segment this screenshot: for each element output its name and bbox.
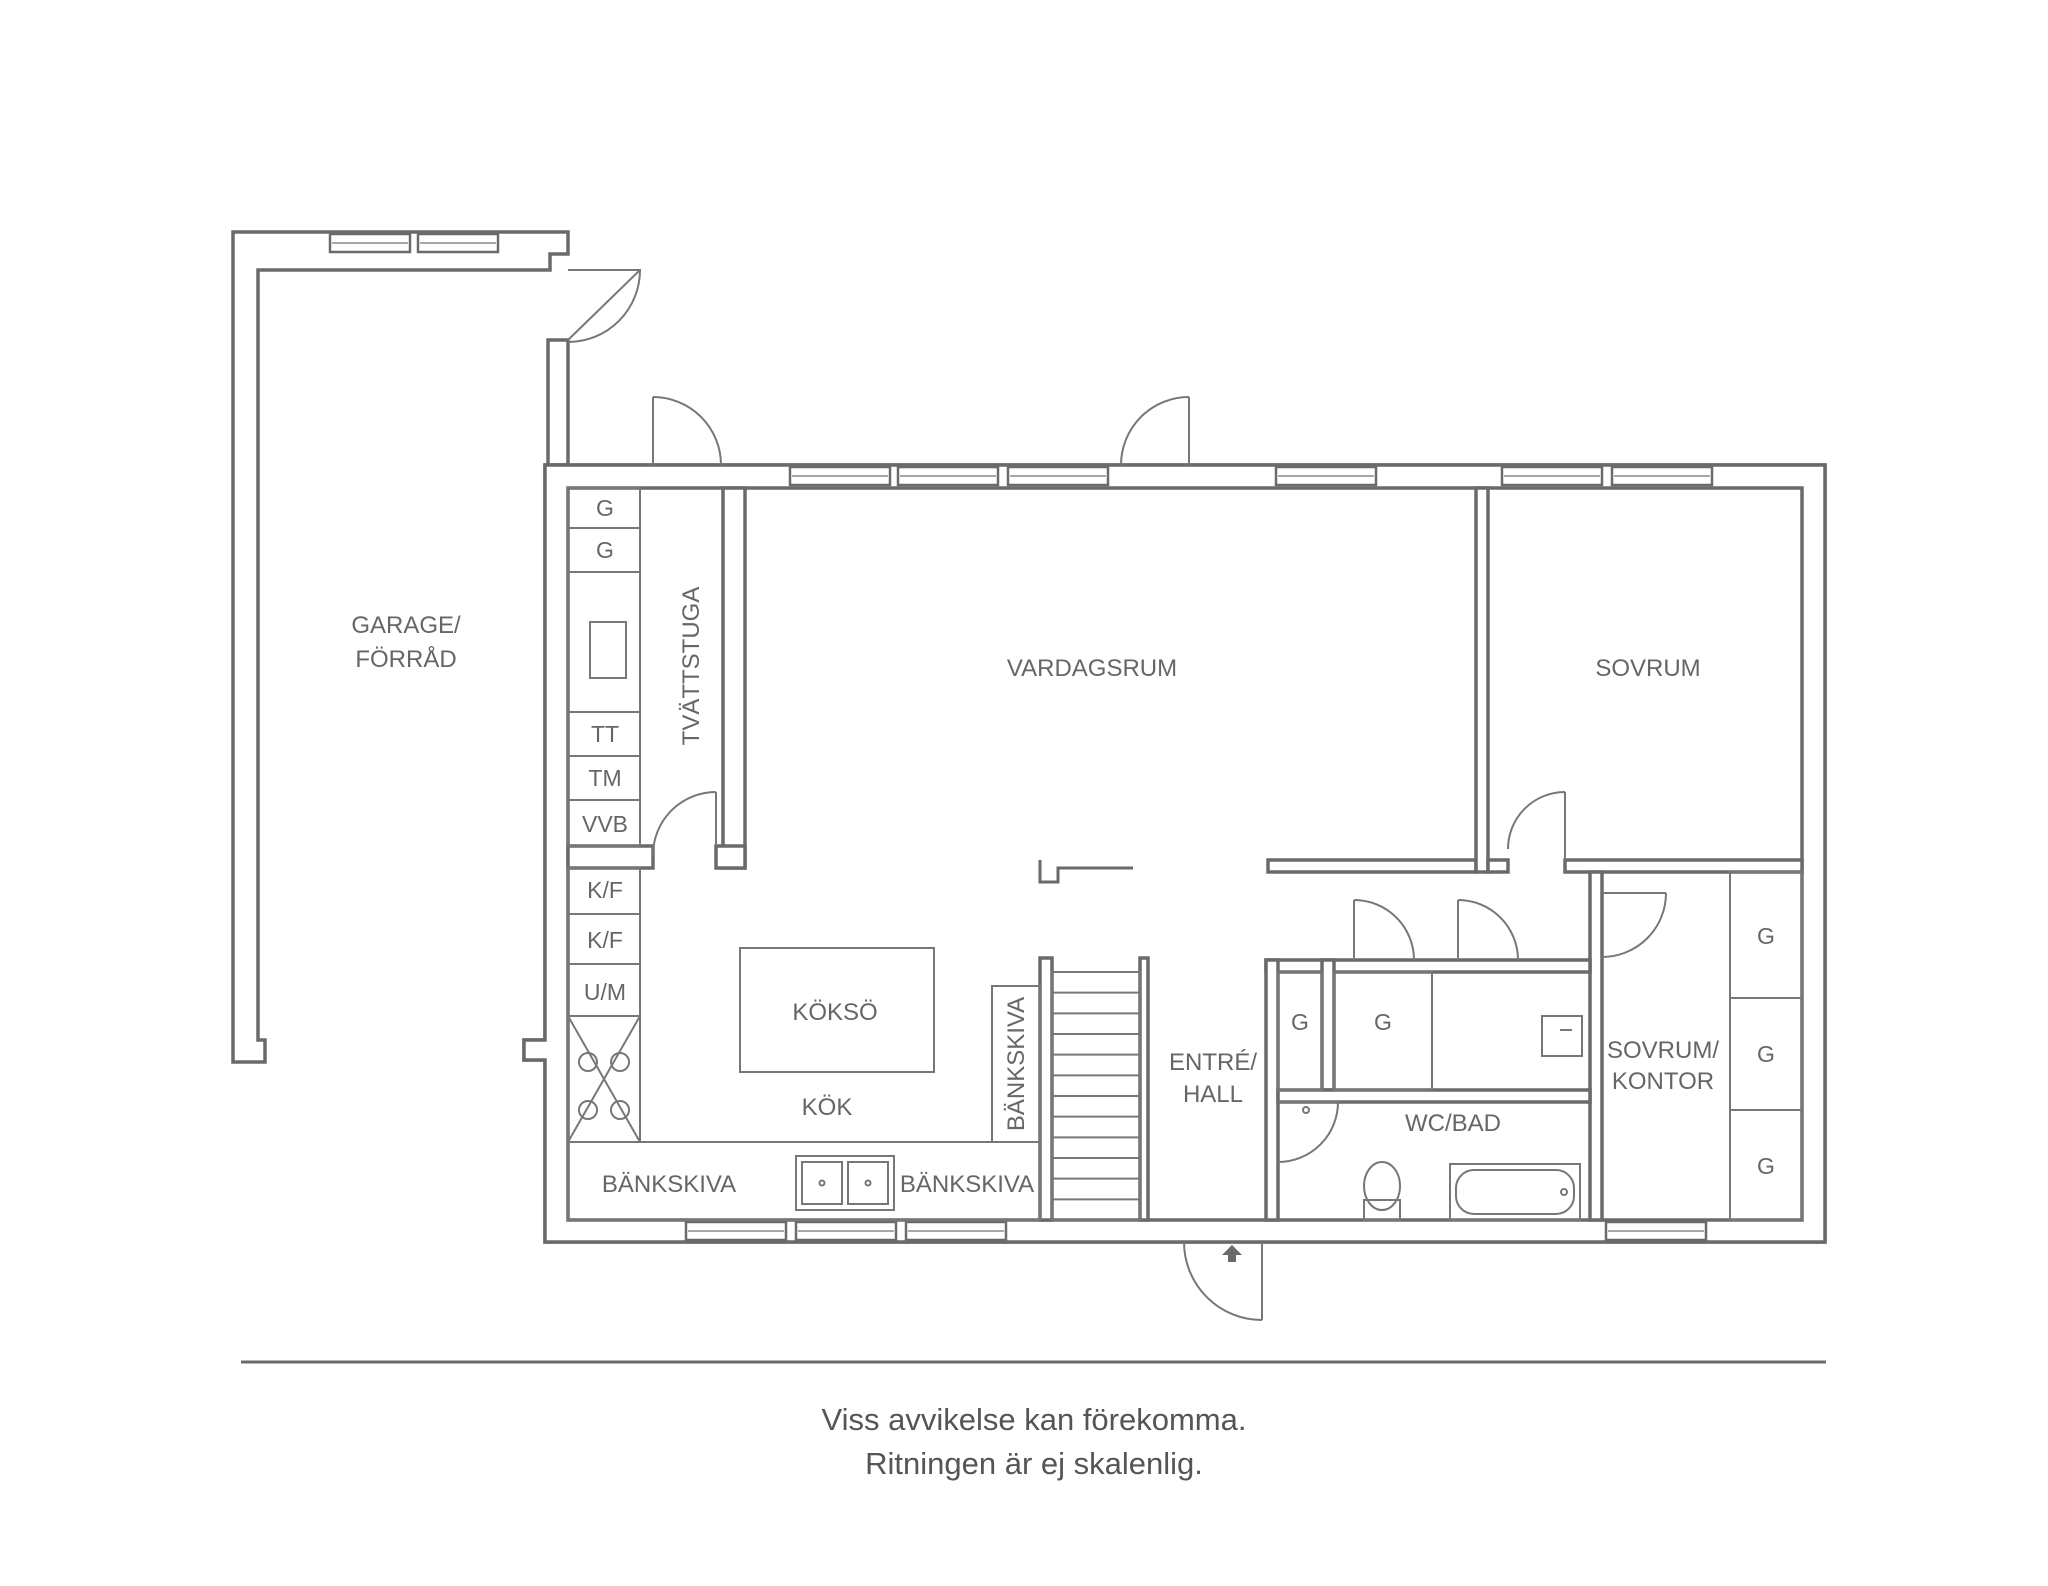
fixture-label-cabinet: G (596, 537, 614, 563)
window (904, 1220, 1008, 1242)
hall-wardrobe-door (1353, 899, 1415, 961)
garage-door (567, 269, 642, 343)
room-label-office: SOVRUM/KONTOR (1607, 1037, 1719, 1095)
fixture-label-water-heater: VVB (582, 811, 628, 837)
window (788, 465, 892, 487)
bath-door (1457, 899, 1519, 961)
fixture-label-cabinet: G (596, 495, 614, 521)
window (1274, 465, 1378, 487)
office-wardrobes (1729, 871, 1803, 1221)
fixture-label-wardrobe: G (1757, 1041, 1775, 1067)
fixture-label-washing-machine: TM (588, 765, 621, 791)
room-label-kitchen: KÖK (802, 1094, 853, 1121)
room-label-bath: WC/BAD (1405, 1110, 1501, 1137)
window (794, 1220, 898, 1242)
window (896, 465, 1000, 487)
bath-fixtures (1277, 971, 1583, 1221)
windows (328, 232, 1714, 1242)
laundry-cabinets (567, 487, 641, 847)
room-label-laundry: TVÄTTSTUGA (678, 587, 705, 746)
bedroom-door (1507, 791, 1566, 860)
fixture-label-fridge-freezer: K/F (587, 877, 623, 903)
room-label-kitchen-island: KÖKSÖ (792, 999, 877, 1026)
fixture-label-wardrobe: G (1757, 923, 1775, 949)
window (1006, 465, 1110, 487)
room-label-counter-vertical: BÄNKSKIVA (1003, 997, 1030, 1131)
disclaimer-line-2: Ritningen är ej skalenlig. (865, 1446, 1203, 1481)
fixture-label-wardrobe: G (1374, 1009, 1392, 1035)
living-door (1120, 396, 1190, 466)
window (1604, 1220, 1708, 1242)
fixture-labels: G G TT TM VVB K/F K/F U/M G G G G G (582, 495, 1775, 1179)
room-label-bedroom: SOVRUM (1595, 655, 1700, 682)
staircase (1051, 971, 1141, 1221)
laundry-inner-door (652, 791, 717, 856)
entrance-arrow-icon (1222, 1245, 1242, 1262)
room-label-counter-right: BÄNKSKIVA (900, 1171, 1034, 1198)
window (416, 232, 500, 254)
interior-walls (566, 486, 1804, 1222)
fixture-label-fridge-freezer: K/F (587, 927, 623, 953)
window (684, 1220, 788, 1242)
room-label-garage: GARAGE/FÖRRÅD (351, 612, 461, 673)
entrance-door (1183, 1241, 1263, 1321)
fixture-label-wardrobe: G (1757, 1153, 1775, 1179)
room-label-counter-left: BÄNKSKIVA (602, 1171, 736, 1198)
office-door (1601, 892, 1667, 958)
doors (567, 269, 1667, 1321)
room-label-hall: ENTRÉ/HALL (1169, 1049, 1257, 1108)
fixture-label-wardrobe: G (1291, 1009, 1309, 1035)
window (1500, 465, 1604, 487)
laundry-door (652, 396, 722, 466)
fixture-label-oven-microwave: U/M (584, 979, 626, 1005)
house-outer-walls (522, 463, 1827, 1244)
fixture-label-tumble-dryer: TT (591, 721, 619, 747)
room-label-living: VARDAGSRUM (1007, 655, 1177, 682)
window (328, 232, 412, 254)
disclaimer-line-1: Viss avvikelse kan förekomma. (822, 1402, 1247, 1437)
window (1610, 465, 1714, 487)
kitchen-fixtures (567, 867, 1041, 1221)
room-labels: GARAGE/FÖRRÅD TVÄTTSTUGA VARDAGSRUM SOVR… (351, 587, 1719, 1198)
